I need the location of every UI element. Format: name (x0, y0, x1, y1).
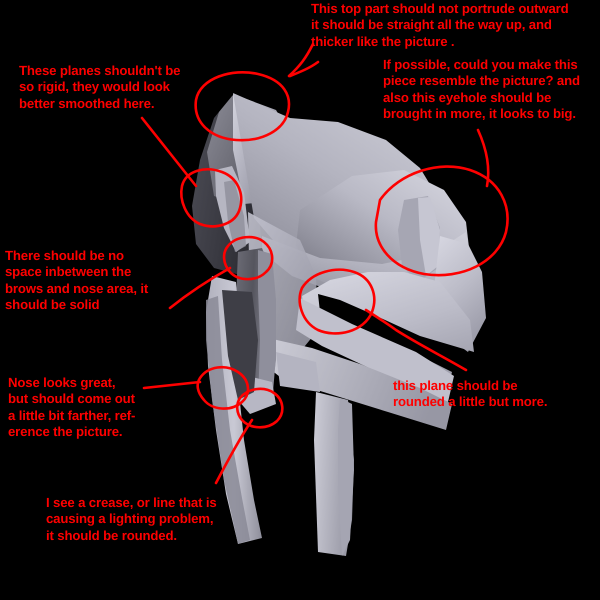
leader-top-center-2 (288, 60, 320, 78)
helmet-nose-post-light (258, 250, 276, 406)
helmet-left-inner-guard (222, 290, 258, 400)
circle-crest (194, 70, 291, 142)
helmet-nose-connector (276, 352, 320, 392)
note-lower-left: Nose looks great, but should come out a … (8, 375, 136, 440)
note-mid-left: There should be no space inbetween the b… (5, 248, 149, 313)
note-bottom: I see a crease, or line that is causing … (46, 495, 217, 543)
circle-brow-nose (222, 235, 274, 281)
leader-lower-left (142, 380, 202, 390)
circle-cheek (298, 268, 376, 335)
helmet-eyehole-post-light (418, 197, 440, 276)
note-top-left: These planes shouldn't be so rigid, they… (19, 63, 181, 111)
circle-nose-upper (196, 365, 250, 410)
leader-top-center (287, 42, 315, 78)
leader-right (364, 308, 468, 372)
note-top-center: This top part should not portrude outwar… (311, 1, 569, 49)
leader-mid-left (168, 266, 232, 310)
helmet-left-strap-dark (206, 296, 250, 544)
helmet-cheek-band (296, 298, 454, 402)
leader-top-left (140, 116, 198, 188)
leader-bottom (214, 418, 254, 485)
leader-top-right (476, 128, 490, 188)
circle-nose-lower (235, 387, 284, 429)
helmet-center-strap-edge (338, 398, 354, 556)
helmet-jaw-plate (266, 338, 452, 430)
circle-brow-left (180, 168, 243, 228)
note-right: this plane should be rounded a little bu… (393, 378, 548, 410)
note-top-right: If possible, could you make this piece r… (383, 57, 580, 122)
circle-eyehole (374, 165, 509, 277)
